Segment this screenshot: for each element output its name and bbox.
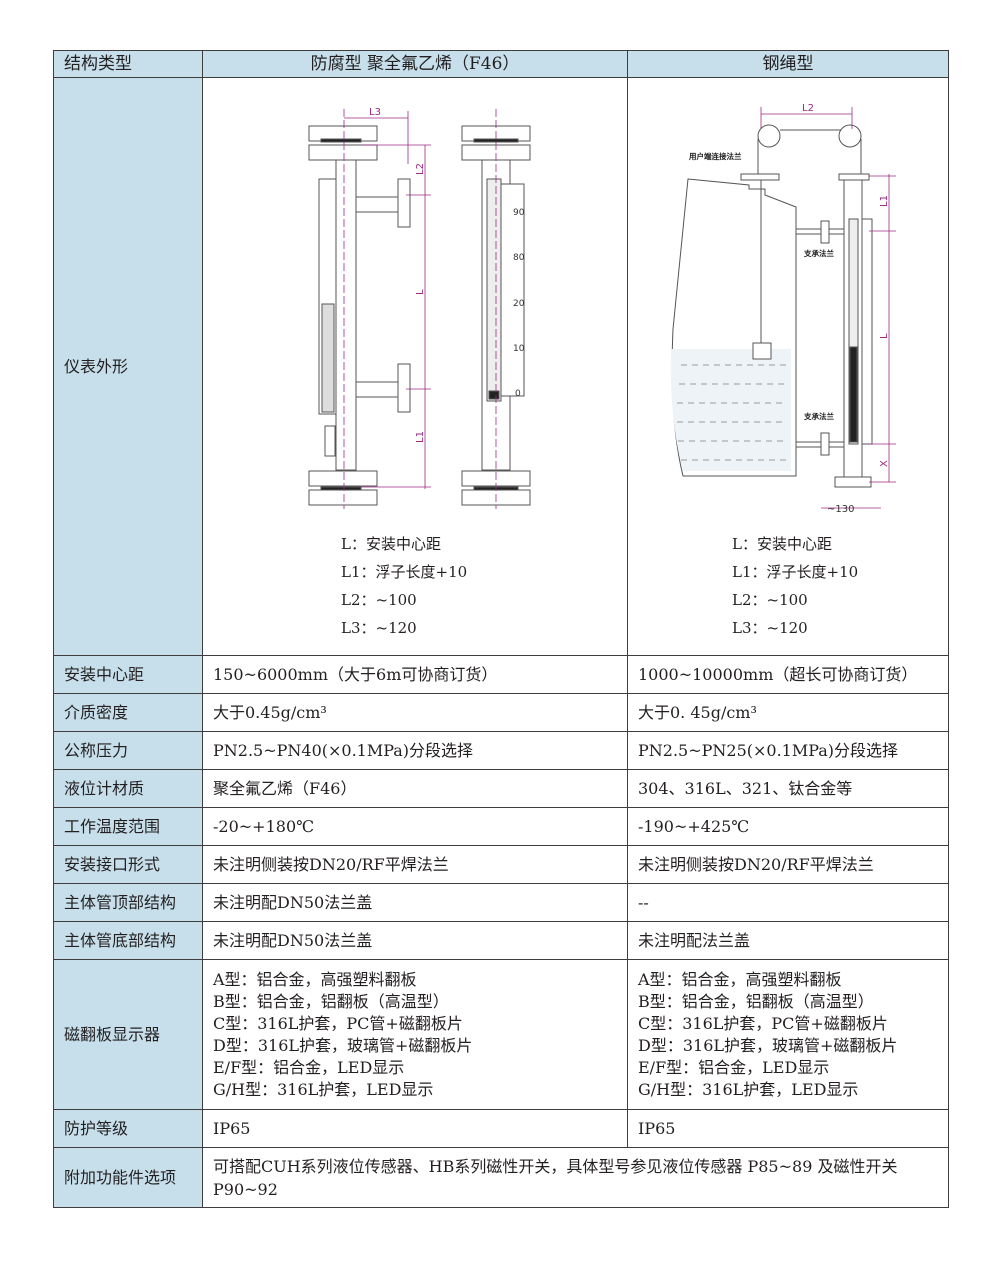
row-label: 工作温度范围 [53,807,203,846]
cell-cable: 大于0. 45g/cm³ [627,693,949,732]
display-option: A型：铝合金，高强塑料翻板 [638,969,842,989]
cell-cable: 未注明配法兰盖 [627,921,949,960]
cell-anticorrosion: 150~6000mm（大于6m可协商订货） [202,655,628,694]
row-label: 液位计材质 [53,769,203,808]
cell-cable: 1000~10000mm（超长可协商订货） [627,655,949,694]
cell-cable: PN2.5~PN25(×0.1MPa)分段选择 [627,731,949,770]
display-option: C型：316L护套，PC管+磁翻板片 [638,1013,888,1033]
caption-l1: L1：浮子长度+10 [732,563,859,581]
left-figure-cell: L3 L2 L L1 90 80 20 10 0 L：安装中心距 L1：浮子长度… [202,77,628,656]
cell-cable: 304、316L、321、钛合金等 [627,769,949,808]
additional-options-text: 可搭配CUH系列液位传感器、HB系列磁性开关，具体型号参见液位传感器 P85~8… [202,1147,949,1208]
table-row: 工作温度范围-20~+180℃-190~+425℃ [53,807,949,846]
dim-l3: L3 [369,107,381,118]
label-support-flange-bottom: 支承法兰 [803,411,834,421]
row-label: 安装接口形式 [53,845,203,884]
dim-l-cable: L [879,333,890,339]
row-label: 主体管底部结构 [53,921,203,960]
dim-l2-cable: L2 [802,103,814,114]
row-label: 公称压力 [53,731,203,770]
display-option: G/H型：316L护套，LED显示 [213,1079,434,1099]
cell-anticorrosion: 未注明配DN50法兰盖 [202,921,628,960]
spec-table: 结构类型 防腐型 聚全氟乙烯（F46） 钢绳型 仪表外形 [53,50,949,1208]
dim-l: L [415,289,426,295]
dim-l2: L2 [415,163,426,175]
header-structure-type: 结构类型 [53,50,203,78]
label-user-flange: 用户端连接法兰 [689,151,742,161]
display-option: B型：铝合金，铝翻板（高温型） [638,991,874,1011]
display-option: E/F型：铝合金，LED显示 [638,1057,830,1077]
cell-anticorrosion: 大于0.45g/cm³ [202,693,628,732]
display-option: A型：铝合金，高强塑料翻板 [213,969,417,989]
dim-l1: L1 [415,431,426,443]
right-captions: L：安装中心距 L1：浮子长度+10 L2：~100 L3：~120 [732,530,858,642]
cell-anticorrosion: 未注明侧装按DN20/RF平焊法兰 [202,845,628,884]
row-label: 磁翻板显示器 [53,959,203,1110]
cell-cable: -190~+425℃ [627,807,949,846]
cell-anticorrosion: PN2.5~PN40(×0.1MPa)分段选择 [202,731,628,770]
scale-20: 20 [513,299,525,309]
cell-cable: 未注明侧装按DN20/RF平焊法兰 [627,845,949,884]
cell-cable: -- [627,883,949,922]
scale-10: 10 [513,344,525,354]
display-option: C型：316L护套，PC管+磁翻板片 [213,1013,463,1033]
additional-row: 附加功能件选项可搭配CUH系列液位传感器、HB系列磁性开关，具体型号参见液位传感… [53,1147,949,1208]
dim-l1-cable: L1 [879,195,890,207]
table-row: 液位计材质聚全氟乙烯（F46）304、316L、321、钛合金等 [53,769,949,808]
table-row: 主体管顶部结构未注明配DN50法兰盖-- [53,883,949,922]
row-label: 安装中心距 [53,655,203,694]
figure-row-label: 仪表外形 [53,77,203,656]
caption-l3: L3：~120 [341,619,417,637]
row-label: 主体管顶部结构 [53,883,203,922]
display-option: B型：铝合金，铝翻板（高温型） [213,991,449,1011]
header-cable: 钢绳型 [627,50,949,78]
display-option: D型：316L护套，玻璃管+磁翻板片 [638,1035,898,1055]
table-row: 安装接口形式未注明侧装按DN20/RF平焊法兰未注明侧装按DN20/RF平焊法兰 [53,845,949,884]
cable-level-gauge-drawing: L2 L1 L X ~130 用户端连接法兰 支承法兰 支承法兰 [670,103,896,515]
row-label: 附加功能件选项 [53,1147,203,1208]
caption-l: L：安装中心距 [341,535,441,553]
table-row: 主体管底部结构未注明配DN50法兰盖未注明配法兰盖 [53,921,949,960]
dim-x-cable: X [879,460,890,467]
caption-l2: L2：~100 [732,591,808,609]
caption-l1: L1：浮子长度+10 [341,563,468,581]
display-option: G/H型：316L护套，LED显示 [638,1079,859,1099]
scale-0: 0 [515,389,521,399]
cell-anticorrosion: IP65 [202,1109,628,1148]
cell-anticorrosion: 未注明配DN50法兰盖 [202,883,628,922]
caption-l2: L2：~100 [341,591,417,609]
label-support-flange-top: 支承法兰 [803,248,834,258]
header-anticorrosion: 防腐型 聚全氟乙烯（F46） [202,50,628,78]
cell-anticorrosion: 聚全氟乙烯（F46） [202,769,628,808]
row-label: 防护等级 [53,1109,203,1148]
row-label: 介质密度 [53,693,203,732]
caption-l3: L3：~120 [732,619,808,637]
caption-l: L：安装中心距 [732,535,832,553]
cell-anticorrosion: -20~+180℃ [202,807,628,846]
anticorrosion-level-gauge-drawing: L3 L2 L L1 90 80 20 10 0 [308,107,531,509]
left-captions: L：安装中心距 L1：浮子长度+10 L2：~100 L3：~120 [341,530,467,642]
dim-width-cable: ~130 [827,504,854,515]
scale-80: 80 [513,253,525,263]
display-option: E/F型：铝合金，LED显示 [213,1057,405,1077]
header-row: 结构类型 防腐型 聚全氟乙烯（F46） 钢绳型 [53,50,949,78]
scale-90: 90 [513,208,525,218]
display-option: D型：316L护套，玻璃管+磁翻板片 [213,1035,473,1055]
right-figure-cell: L2 L1 L X ~130 用户端连接法兰 支承法兰 支承法兰 L：安装中心距… [627,77,949,656]
cell-cable: IP65 [627,1109,949,1148]
figure-row: 仪表外形 [53,77,949,656]
